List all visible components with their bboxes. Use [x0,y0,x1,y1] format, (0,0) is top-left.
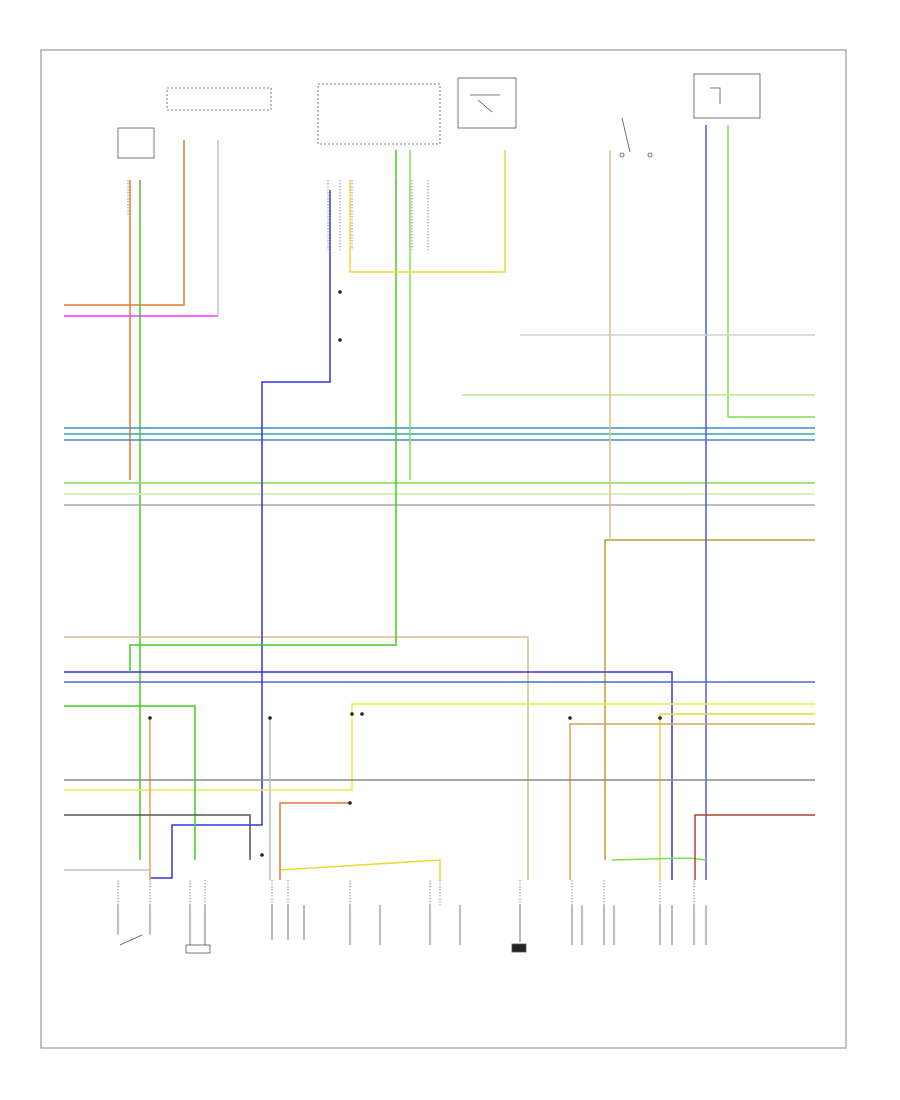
wire-orange-2 [64,140,185,306]
engine-coolant-temperature-sensor [185,905,211,954]
ignition-switch [619,117,653,158]
heated-oxygen-sensor-downstream [659,905,707,945]
wire-yellow-1 [64,703,815,791]
wire-dark-gray [64,814,251,860]
battery-junction-box [693,73,761,119]
central-junction-box [317,83,441,145]
knock-sensor [511,905,527,953]
connector-pins [117,180,695,905]
heated-oxygen-sensor-upstream [571,905,615,945]
wire-green-bottom-left [64,705,196,860]
diagram-frame [40,49,847,1049]
bottom-components [117,905,707,954]
wire-yellow-top [349,150,506,273]
wire-green-right [727,125,815,418]
wire-blue-1 [64,671,673,880]
wire-blue-center [150,190,331,879]
wire-yellow-2 [659,713,815,880]
fuel-tank-pressure-sensor [349,905,381,945]
ecm-module-top-left [117,127,155,159]
throttle-position-sensor [271,905,305,940]
wire-dark-yellow-right [604,539,815,860]
wire-darkred [694,814,815,880]
wire-tan-bus [64,636,529,880]
brake-pedal-switch [117,905,151,946]
multi-pin-connector [166,87,272,111]
wire-green-center [129,150,397,672]
top-components [117,73,761,159]
wire-green-bottom-right [611,857,707,861]
wires [64,125,815,880]
cylinder-head-temperature-sensor [429,905,461,945]
battery-jb-fuse [710,87,721,104]
wire-orange-bottom [279,802,350,880]
fuel-pump-relay-coil [470,94,500,113]
splice-points [148,290,662,857]
fuel-pump-relay [457,77,517,129]
wire-tan-1 [569,723,815,880]
wire-yellow-3 [279,859,441,880]
